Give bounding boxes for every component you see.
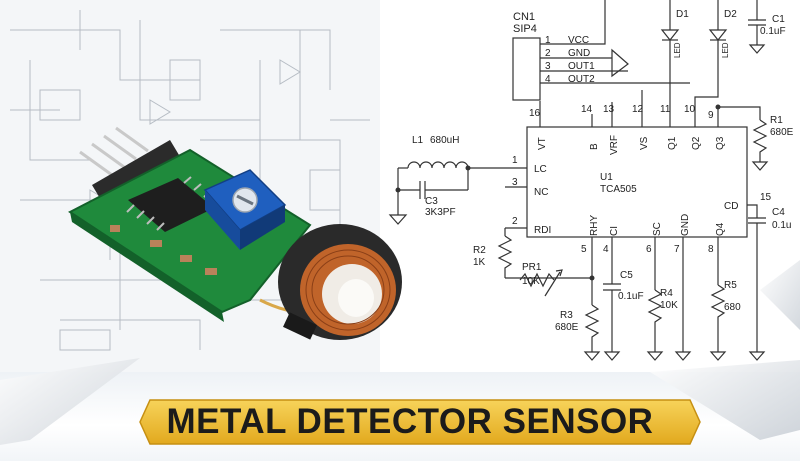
pr1-ref: PR1 — [522, 262, 542, 273]
c3-value: 3K3PF — [425, 207, 456, 218]
r1-value: 680E — [770, 127, 794, 138]
ic-pin-name: B — [589, 143, 600, 150]
ic-pin-name: Q4 — [715, 222, 726, 236]
ic-pin-num: 12 — [632, 104, 644, 115]
sensor-module-icon — [68, 126, 402, 340]
circuit-schematic: CN1 SIP4 1 VCC 2 GND 3 OUT1 4 OUT2 D1 LE… — [388, 0, 794, 361]
c1-value: 0.1uF — [760, 26, 786, 37]
connector-type: SIP4 — [513, 23, 537, 35]
connector-pin-name: VCC — [568, 35, 589, 46]
l1-value: 680uH — [430, 135, 459, 146]
c4-ref: C4 — [772, 207, 785, 218]
ic-pin-num: 1 — [512, 155, 518, 166]
led-d2-label: LED — [721, 42, 730, 58]
ic-pin-num: 13 — [603, 104, 615, 115]
ic-pin-name: CD — [724, 201, 738, 212]
ic-pin-name: Q3 — [715, 136, 726, 150]
c5-value: 0.1uF — [618, 291, 644, 302]
ic-pin-name: VS — [639, 136, 650, 150]
connector-pin-name: OUT1 — [568, 61, 595, 72]
ic-pin-num: 9 — [708, 110, 714, 121]
c5-ref: C5 — [620, 270, 633, 281]
ic-pin-num: 11 — [660, 104, 671, 115]
r1-ref: R1 — [770, 115, 783, 126]
ic-pin-name: GND — [680, 214, 691, 236]
connector-pin-num: 4 — [545, 74, 551, 85]
r3-ref: R3 — [560, 310, 573, 321]
ic-pin-name: RHY — [589, 215, 600, 236]
ic-pin-name: Q1 — [667, 136, 678, 150]
ic-ref: U1 — [600, 172, 613, 183]
ic-pin-name: VRF — [609, 135, 620, 155]
r2-ref: R2 — [473, 245, 486, 256]
banner-gold-ribbon — [139, 399, 701, 445]
led-d1-ref: D1 — [676, 9, 689, 20]
r3-value: 680E — [555, 322, 579, 333]
r4-ref: R4 — [660, 288, 673, 299]
ic-pin-num: 15 — [760, 192, 772, 203]
connector-ref: CN1 — [513, 11, 535, 23]
pr1-value: 10K — [522, 276, 540, 287]
connector-pin-name: GND — [568, 48, 590, 59]
r5-ref: R5 — [724, 280, 737, 291]
c3-ref: C3 — [425, 196, 438, 207]
ic-pin-num: 4 — [603, 244, 609, 255]
ic-pin-num: 16 — [529, 108, 541, 119]
ic-pin-name: RDI — [534, 225, 551, 236]
r5-value: 680 — [724, 302, 741, 313]
r2-value: 1K — [473, 257, 486, 268]
ic-part: TCA505 — [600, 184, 637, 195]
connector-pin-num: 1 — [545, 35, 551, 46]
ic-pin-num: 10 — [684, 104, 696, 115]
c1-ref: C1 — [772, 14, 785, 25]
banner-title: METAL DETECTOR SENSOR — [166, 402, 654, 441]
ic-pin-name: VT — [537, 137, 548, 150]
ic-pin-name: CI — [609, 226, 620, 236]
ic-pin-num: 14 — [581, 104, 593, 115]
ic-pin-num: 8 — [708, 244, 714, 255]
connector-pin-num: 2 — [545, 48, 551, 59]
ic-pin-name: NC — [534, 187, 548, 198]
l1-ref: L1 — [412, 135, 424, 146]
ic-pin-num: 2 — [512, 216, 518, 227]
schematic-background — [380, 0, 800, 372]
ic-pin-num: 7 — [674, 244, 680, 255]
connector-pin-name: OUT2 — [568, 74, 595, 85]
ic-pin-num: 3 — [512, 177, 518, 188]
connector-pin-num: 3 — [545, 61, 551, 72]
ic-pin-num: 5 — [581, 244, 587, 255]
ic-pin-num: 6 — [646, 244, 652, 255]
led-d1-label: LED — [673, 42, 682, 58]
ic-pin-name: SC — [652, 222, 663, 236]
r4-value: 10K — [660, 300, 678, 311]
c4-value: 0.1u — [772, 220, 791, 231]
potentiometer-icon — [203, 169, 287, 250]
coil-icon — [259, 224, 402, 340]
led-d2-ref: D2 — [724, 9, 737, 20]
ic-pin-name: LC — [534, 164, 547, 175]
ic-pin-name: Q2 — [691, 136, 702, 150]
